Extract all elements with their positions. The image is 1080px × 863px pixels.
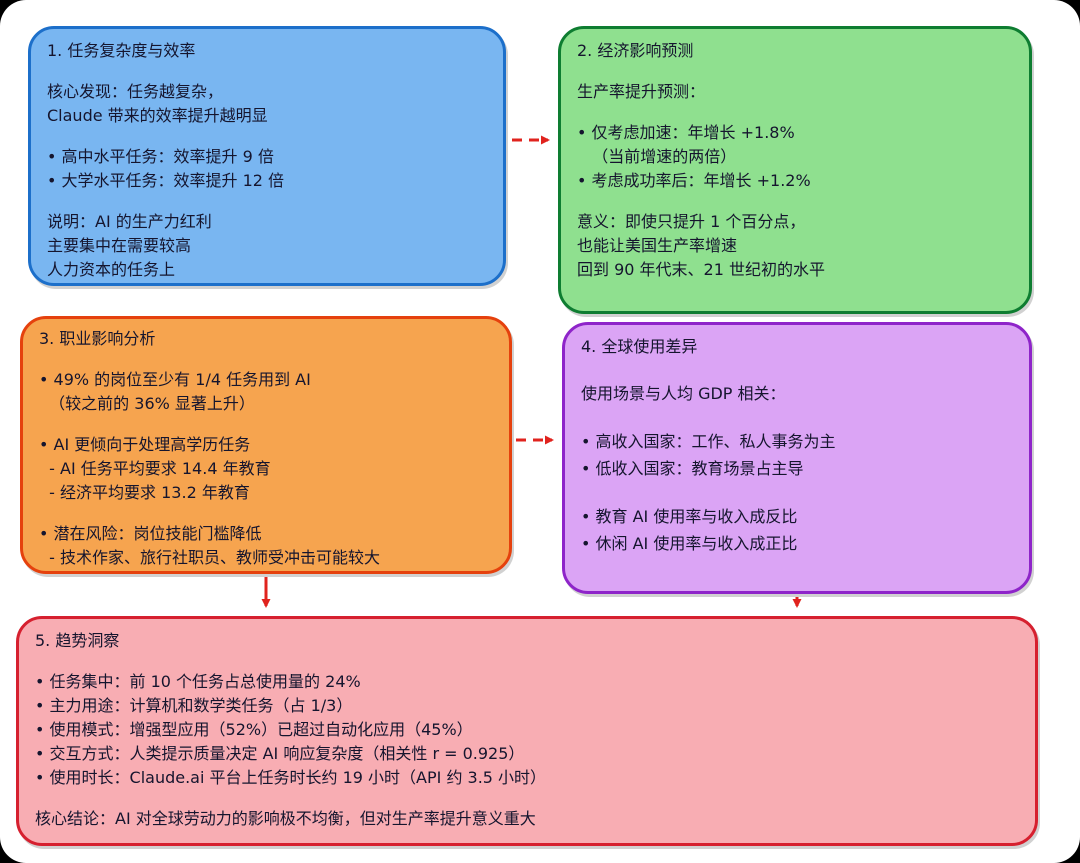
- text-line: [35, 790, 1019, 807]
- box-trend-insights: 5. 趋势洞察 • 任务集中：前 10 个任务占总使用量的 24% • 主力用途：…: [16, 616, 1038, 846]
- box-global-usage-differences: 4. 全球使用差异 使用场景与人均 GDP 相关： • 高收入国家：工作、私人事务…: [562, 322, 1032, 594]
- text-line: [39, 351, 493, 368]
- text-line: [47, 128, 487, 145]
- text-line: • 高中水平任务：效率提升 9 倍: [47, 147, 274, 166]
- text-line: 回到 90 年代末、21 世纪初的水平: [577, 260, 825, 279]
- box-body: • 49% 的岗位至少有 1/4 任务用到 AI （较之前的 36% 显著上升）…: [39, 351, 493, 570]
- box-title: 4. 全球使用差异: [581, 337, 698, 356]
- text-line: • 使用时长：Claude.ai 平台上任务时长约 19 小时（API 约 3.…: [35, 768, 547, 787]
- text-line: 核心结论：AI 对全球劳动力的影响极不均衡，但对生产率提升意义重大: [35, 809, 536, 828]
- box-economic-impact-forecast: 2. 经济影响预测 生产率提升预测： • 仅考虑加速：年增长 +1.8% （当前增…: [558, 26, 1032, 314]
- box-body: 核心发现：任务越复杂， Claude 带来的效率提升越明显 • 高中水平任务：效率提…: [47, 63, 487, 282]
- text-line: • 低收入国家：教育场景占主导: [581, 459, 804, 478]
- text-line: 主要集中在需要较高: [47, 236, 192, 255]
- text-line: [35, 653, 1019, 670]
- text-line: • 主力用途：计算机和数学类任务（占 1/3）: [35, 696, 353, 715]
- text-line: 生产率提升预测：: [577, 82, 706, 101]
- box-body: • 任务集中：前 10 个任务占总使用量的 24% • 主力用途：计算机和数学类任…: [35, 653, 1019, 831]
- text-line: [39, 416, 493, 433]
- text-line: [581, 482, 1013, 503]
- text-line: （当前增速的两倍）: [577, 147, 737, 166]
- box-task-complexity-efficiency: 1. 任务复杂度与效率 核心发现：任务越复杂， Claude 带来的效率提升越明显…: [28, 26, 506, 286]
- box-title: 1. 任务复杂度与效率: [47, 41, 196, 60]
- text-line: [47, 63, 487, 80]
- text-line: • 潜在风险：岗位技能门槛降低: [39, 524, 262, 543]
- text-line: - 技术作家、旅行社职员、教师受冲击可能较大: [39, 548, 381, 567]
- text-line: • 仅考虑加速：年增长 +1.8%: [577, 123, 795, 142]
- text-line: Claude 带来的效率提升越明显: [47, 106, 268, 125]
- text-line: 说明：AI 的生产力红利: [47, 212, 212, 231]
- text-line: （较之前的 36% 显著上升）: [39, 394, 255, 413]
- text-line: 也能让美国生产率增速: [577, 236, 738, 255]
- text-line: - 经济平均要求 13.2 年教育: [39, 483, 250, 502]
- text-line: [47, 193, 487, 210]
- box-occupation-impact-analysis: 3. 职业影响分析 • 49% 的岗位至少有 1/4 任务用到 AI （较之前的…: [20, 316, 512, 574]
- text-line: [577, 63, 1013, 80]
- text-line: [581, 407, 1013, 428]
- text-line: • 49% 的岗位至少有 1/4 任务用到 AI: [39, 370, 311, 389]
- box-title: 2. 经济影响预测: [577, 41, 694, 60]
- text-line: [577, 193, 1013, 210]
- text-line: [39, 505, 493, 522]
- text-line: • 休闲 AI 使用率与收入成正比: [581, 534, 798, 553]
- box-title: 5. 趋势洞察: [35, 631, 120, 650]
- box-body: 生产率提升预测： • 仅考虑加速：年增长 +1.8% （当前增速的两倍） • 考虑成…: [577, 63, 1013, 282]
- text-line: [581, 359, 1013, 380]
- text-line: • AI 更倾向于处理高学历任务: [39, 435, 251, 454]
- text-line: • 考虑成功率后：年增长 +1.2%: [577, 171, 811, 190]
- text-line: • 教育 AI 使用率与收入成反比: [581, 507, 798, 526]
- text-line: • 大学水平任务：效率提升 12 倍: [47, 171, 285, 190]
- text-line: 核心发现：任务越复杂，: [47, 82, 224, 101]
- text-line: • 使用模式：增强型应用（52%）已超过自动化应用（45%）: [35, 720, 473, 739]
- text-line: • 任务集中：前 10 个任务占总使用量的 24%: [35, 672, 361, 691]
- text-line: [577, 104, 1013, 121]
- box-body: 使用场景与人均 GDP 相关： • 高收入国家：工作、私人事务为主 • 低收入国家：…: [581, 359, 1013, 557]
- text-line: 意义：即使只提升 1 个百分点，: [577, 212, 806, 231]
- text-line: • 交互方式：人类提示质量决定 AI 响应复杂度（相关性 r = 0.925）: [35, 744, 525, 763]
- text-line: • 高收入国家：工作、私人事务为主: [581, 432, 836, 451]
- text-line: 人力资本的任务上: [47, 260, 176, 279]
- text-line: - AI 任务平均要求 14.4 年教育: [39, 459, 271, 478]
- text-line: 使用场景与人均 GDP 相关：: [581, 384, 786, 403]
- box-title: 3. 职业影响分析: [39, 329, 156, 348]
